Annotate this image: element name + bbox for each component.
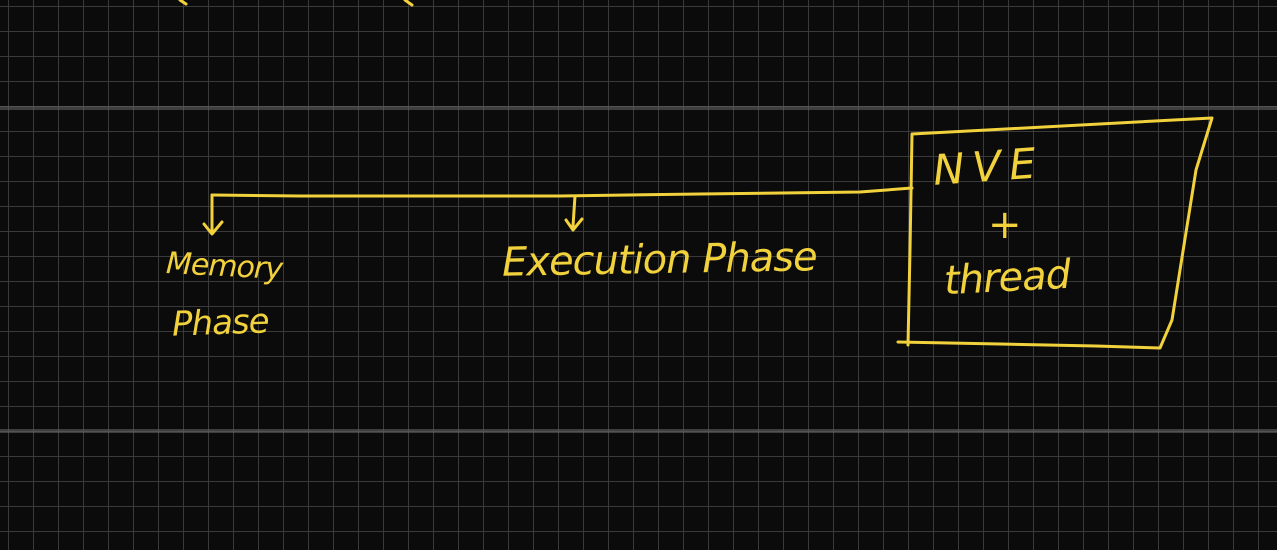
grid-band-top: [0, 106, 1277, 110]
box-label-nve: NVE: [931, 138, 1046, 195]
top-scribble-right: [403, 0, 414, 7]
memory-phase-label-line1: Memory: [165, 245, 283, 288]
execution-arrow-shaft: [571, 194, 577, 228]
memory-phase-label-line2: Phase: [171, 301, 270, 345]
box-label-thread: thread: [942, 251, 1072, 305]
execution-phase-label: Execution Phase: [501, 234, 818, 286]
grid-band-bottom: [0, 429, 1277, 433]
memory-arrow-head: [202, 220, 224, 236]
top-scribble-left: [178, 0, 188, 6]
box-label-plus: +: [988, 202, 1022, 248]
connector-line: [210, 186, 914, 198]
box-outline: [896, 116, 1214, 350]
execution-arrow-head: [564, 217, 584, 232]
